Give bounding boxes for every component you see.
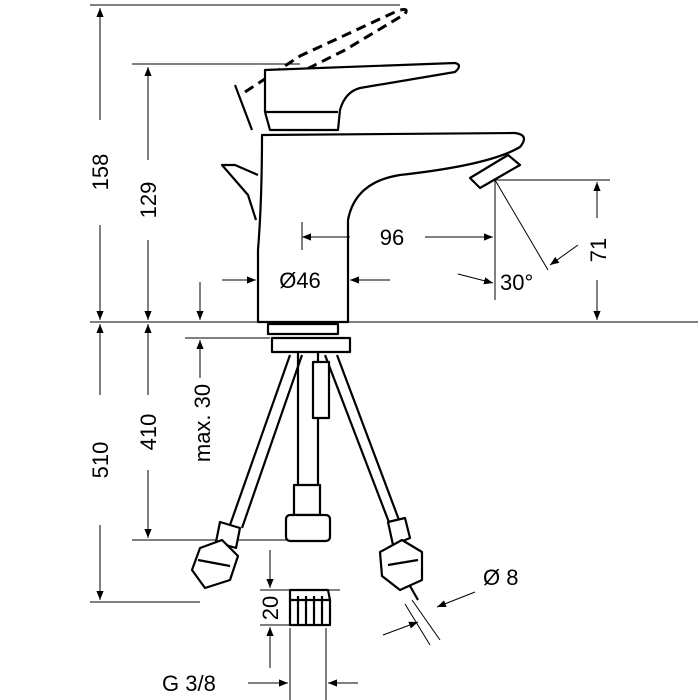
label-30-degrees: 30°	[500, 270, 533, 295]
label-diameter-46: Ø46	[279, 268, 321, 293]
label-96: 96	[380, 225, 404, 250]
hoses	[190, 352, 424, 700]
label-410: 410	[136, 414, 161, 451]
popup-rod	[233, 84, 254, 131]
label-20: 20	[258, 596, 283, 620]
aerator	[468, 153, 522, 190]
mounting-nut	[270, 336, 352, 354]
label-129: 129	[136, 182, 161, 219]
label-71: 71	[586, 238, 611, 262]
label-diameter-8: Ø 8	[483, 565, 518, 590]
dimension-lines	[96, 8, 601, 687]
hose-right	[323, 354, 392, 526]
rod-nut	[292, 483, 322, 517]
label-158: 158	[88, 154, 113, 191]
lever-open-position	[244, 7, 408, 94]
faucet	[220, 7, 526, 354]
lever-handle	[263, 61, 461, 132]
reference-lines	[90, 4, 698, 626]
connector-detail	[288, 588, 332, 627]
label-max-30: max. 30	[190, 384, 215, 462]
dimension-labels: 158 129 510 410 max. 30 96 71 Ø46 30° 20…	[88, 154, 611, 696]
label-g-3-8: G 3/8	[162, 671, 216, 696]
hose-left	[228, 354, 292, 526]
spout-body	[256, 131, 526, 324]
label-510: 510	[88, 442, 113, 479]
drain-lever	[220, 163, 259, 221]
base-ring	[266, 322, 340, 336]
hose-connector-left	[190, 520, 242, 590]
hose-connector-right	[378, 516, 424, 601]
